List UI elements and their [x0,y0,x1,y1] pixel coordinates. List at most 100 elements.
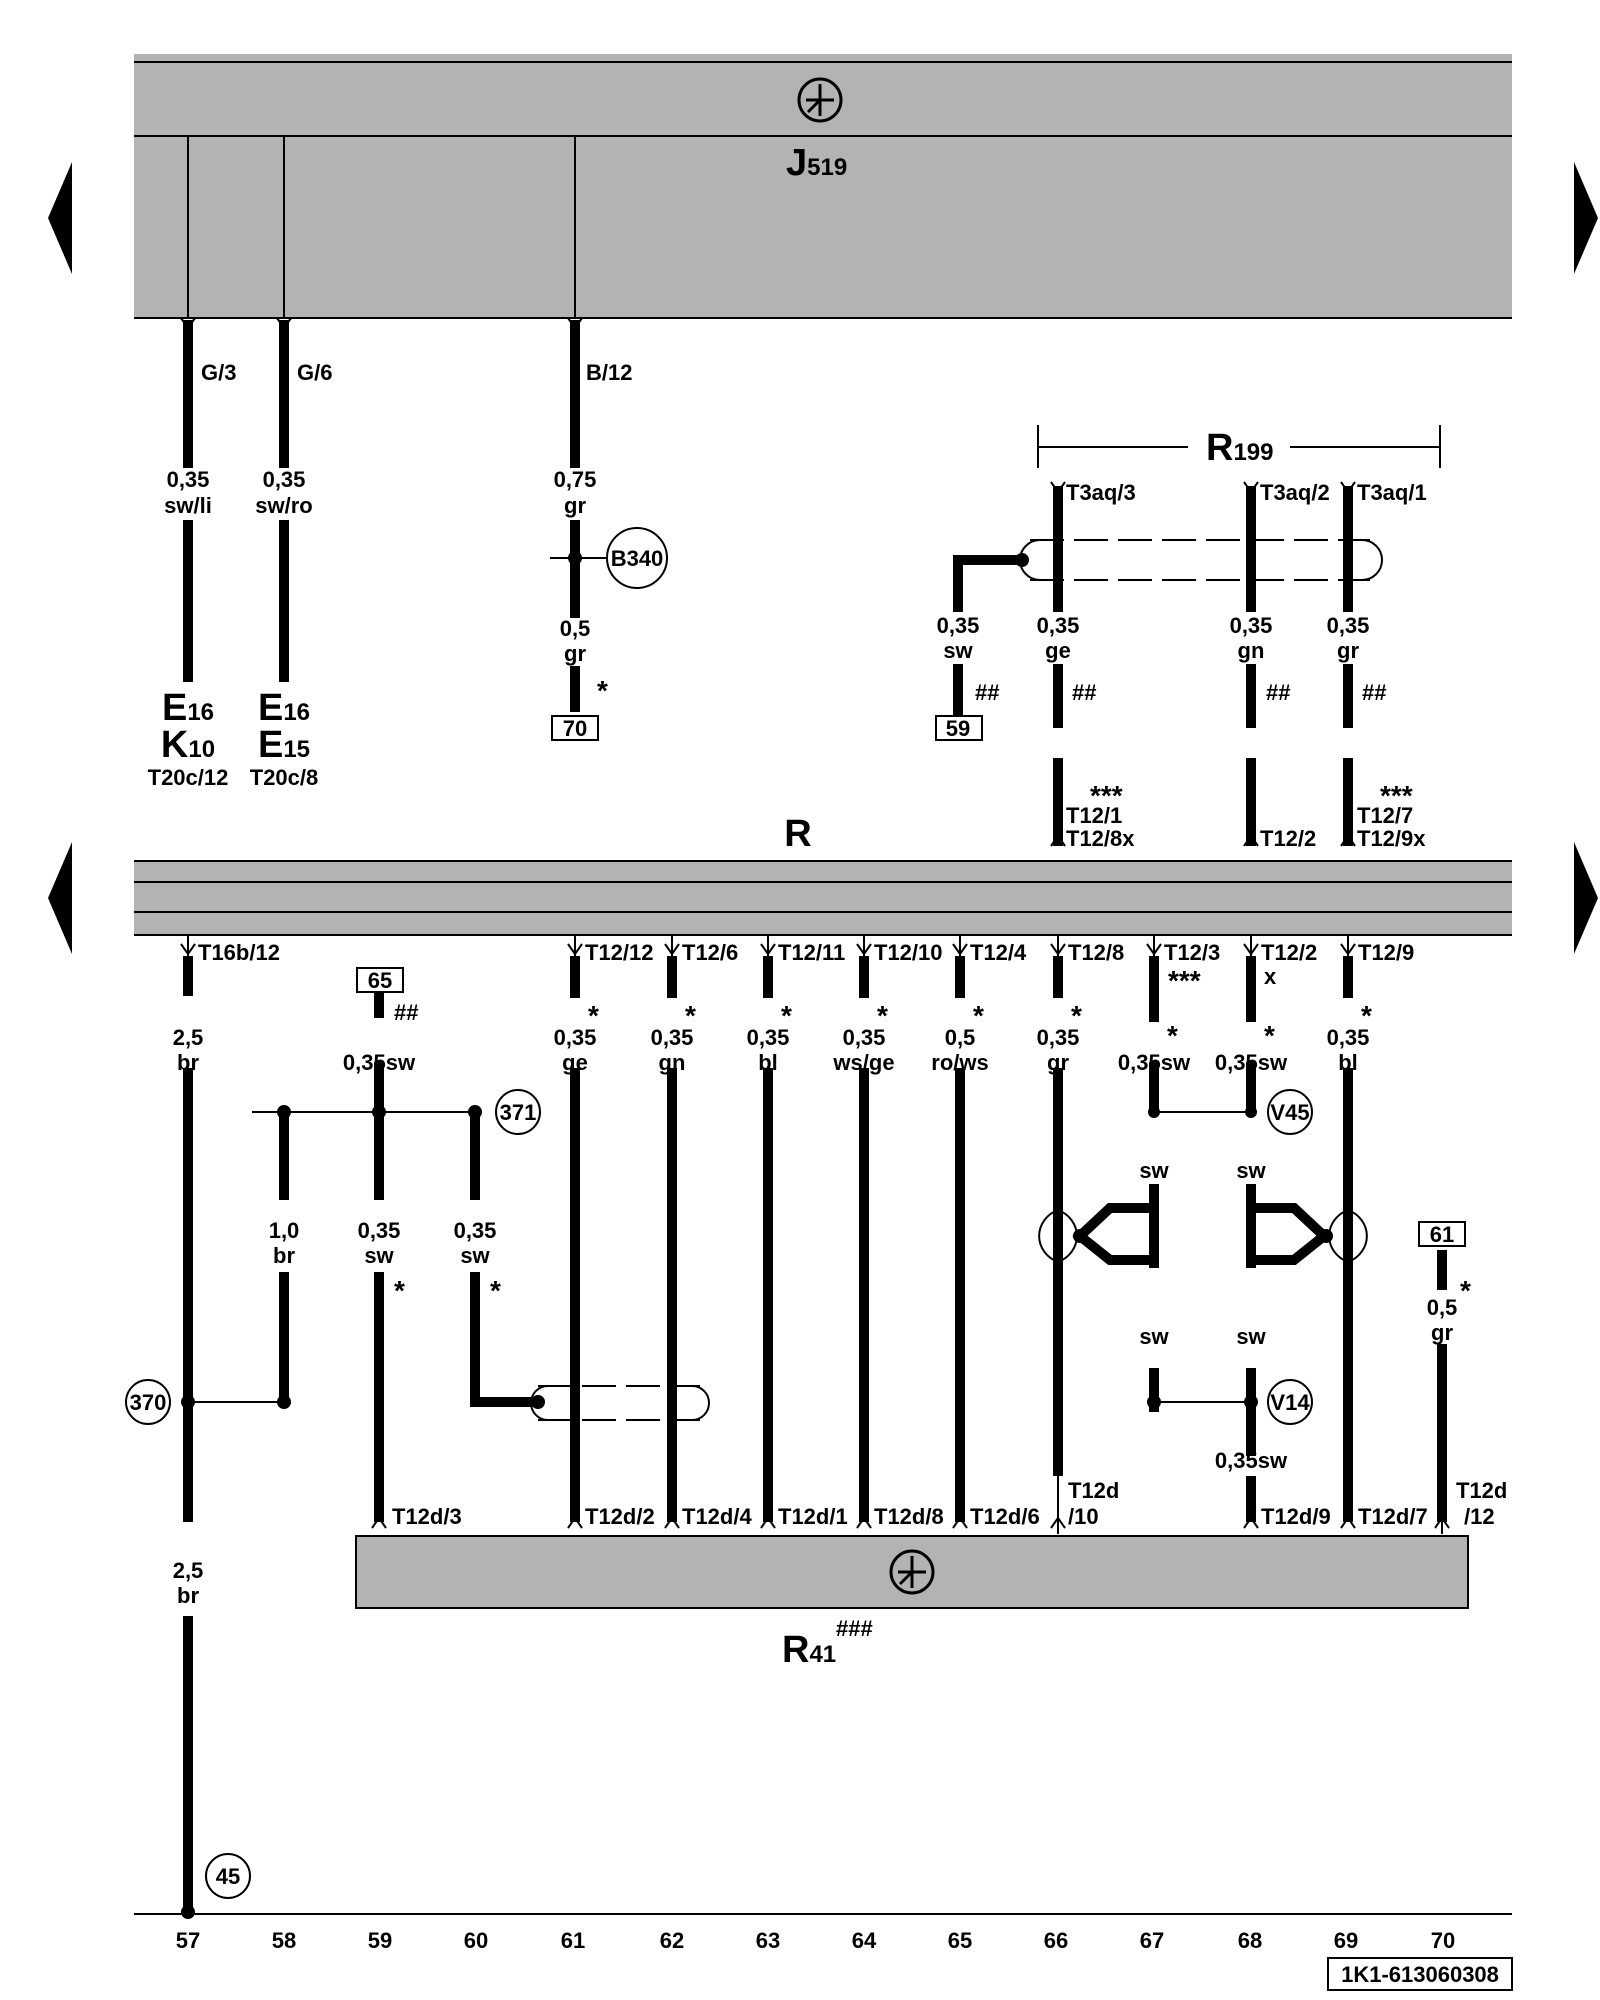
svg-text:*: * [1071,1000,1082,1031]
triple-asterisk: *** [1168,965,1201,996]
box-70[interactable] [551,715,599,741]
pin-t12-8x: T12/8x [1066,826,1135,851]
triple-asterisk: *** [1090,780,1123,811]
svg-text:60: 60 [464,1928,488,1953]
svg-text:0,35sw: 0,35sw [1118,1050,1191,1075]
bus-r-label: R [784,813,811,855]
circle-b340-label: B340 [611,546,664,571]
wire-size: 2,5 [173,1558,204,1583]
triple-asterisk: *** [1380,780,1413,811]
pin-t12d-1: T12d/1 [778,1504,848,1529]
circle-v14-label: V14 [1270,1390,1310,1415]
pin-t16b-12: T16b/12 [198,940,280,965]
svg-text:ro/ws: ro/ws [931,1050,988,1075]
box-65[interactable] [356,967,404,993]
circle-370[interactable] [125,1379,171,1425]
svg-text:0,35: 0,35 [651,1025,694,1050]
svg-text:0,35: 0,35 [1037,1025,1080,1050]
pin-b12: B/12 [586,360,632,385]
wire-size: 0,5 [560,616,591,641]
wire-color: gr [564,493,586,518]
circle-371[interactable] [495,1089,541,1135]
circle-45[interactable] [205,1853,251,1899]
nav-next-lower[interactable] [1574,842,1598,954]
wire-size: 0,35 [454,1218,497,1243]
pin-t12d-6: T12d/6 [970,1504,1040,1529]
shield-col67-68 [1038,1200,1368,1268]
box-70-label: 70 [563,716,587,741]
pin-t3aq3: T3aq/3 [1066,480,1136,505]
column-numbers: 57 58 59 60 61 62 63 64 65 66 67 68 69 7… [176,1928,1455,1953]
pin-t12d-3: T12d/3 [392,1504,462,1529]
pin-t12-9: T12/9 [1358,940,1414,965]
x-mark: x [1264,964,1277,989]
wire-color: gr [1337,638,1359,663]
wire-color-sw: sw [1236,1324,1266,1349]
nav-prev-upper[interactable] [48,162,72,274]
svg-text:70: 70 [1431,1928,1455,1953]
wire-color: br [273,1243,295,1268]
svg-text:*: * [490,1275,501,1306]
svg-text:0,5: 0,5 [945,1025,976,1050]
pin-t12-12: T12/12 [585,940,654,965]
wire-color-sw: sw [1236,1158,1266,1183]
asterisk: * [597,675,608,706]
svg-text:69: 69 [1334,1928,1358,1953]
asterisk-marks: * * * * * * * * * * * * [394,1000,1471,1306]
box-59[interactable] [935,715,983,741]
box-61[interactable] [1418,1221,1466,1247]
box-61-label: 61 [1430,1222,1454,1247]
wire-size: 0,35 [1327,613,1370,638]
control-unit-j519: J519 [134,54,1512,319]
hash-mark: ## [1362,680,1386,705]
svg-text:63: 63 [756,1928,780,1953]
pin-t12-4: T12/4 [970,940,1027,965]
drawing-id-box [1327,1957,1513,1991]
pin-t12d-8: T12d/8 [874,1504,944,1529]
svg-text:0,35: 0,35 [1327,1025,1370,1050]
svg-text:bl: bl [1338,1050,1358,1075]
wire-size: 0,75 [554,467,597,492]
svg-text:*: * [685,1000,696,1031]
wire-color-sw: sw [1139,1324,1169,1349]
wire-size: 0,35sw [343,1050,416,1075]
svg-text:57: 57 [176,1928,200,1953]
pin-t12-2: T12/2 [1261,940,1317,965]
top-wire-col58 [276,317,292,682]
nav-prev-lower[interactable] [48,842,72,954]
nav-next-upper[interactable] [1574,162,1598,274]
top-wire-col61 [550,317,608,712]
pin-t12-1: T12/1 [1066,803,1122,828]
r199-wires [953,481,1383,846]
ref-e16-k10: E16 K10 T20c/12 [148,687,229,790]
circle-370-label: 370 [130,1390,167,1415]
wire-color: sw [460,1243,490,1268]
wire-color: br [177,1050,199,1075]
pin-t12-10: T12/10 [874,940,943,965]
svg-text:E16: E16 [258,687,310,729]
wire-color: sw/ro [255,493,312,518]
wire-color-sw: sw [1139,1158,1169,1183]
box-59-label: 59 [946,716,970,741]
r199-bracket: R199 [1037,425,1441,469]
svg-text:ws/ge: ws/ge [832,1050,894,1075]
j519-sub: 519 [807,154,847,181]
r41-letter: R [782,1629,809,1671]
pin-t12d-9: T12d/9 [1261,1504,1331,1529]
pin-t12-7: T12/7 [1357,803,1413,828]
circle-v45[interactable] [1267,1089,1313,1135]
pin-t12-3: T12/3 [1164,940,1220,965]
circle-v14[interactable] [1267,1379,1313,1425]
svg-text:E16: E16 [162,687,214,729]
box-65-label: 65 [368,968,392,993]
drawing-id: 1K1-613060308 [1341,1962,1499,1987]
pin-t12d-12b: /12 [1464,1504,1495,1529]
wire-size: 0,35 [263,467,306,492]
circle-b340[interactable] [606,527,668,589]
ground-junction [181,1905,195,1919]
svg-text:T20c/8: T20c/8 [250,765,319,790]
svg-text:*: * [781,1000,792,1031]
svg-text:bl: bl [758,1050,778,1075]
svg-text:59: 59 [368,1928,392,1953]
bottom-pin-markers [180,935,1356,956]
